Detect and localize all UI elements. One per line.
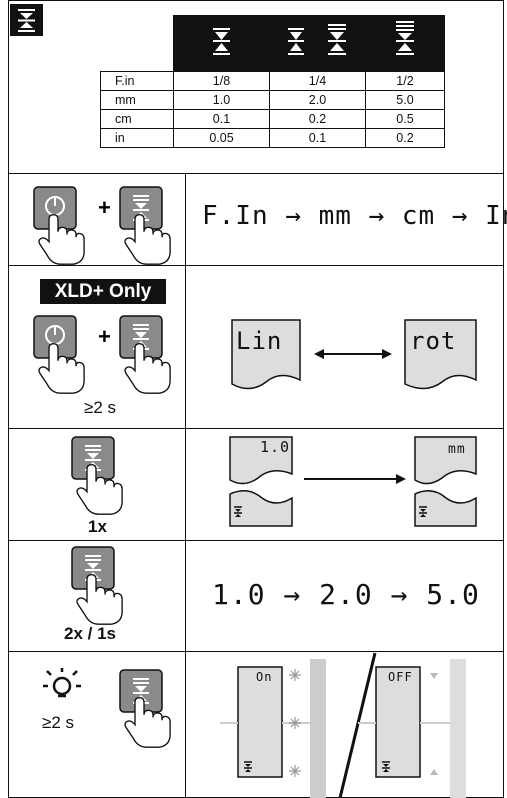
resolution-press-illustration <box>71 436 123 515</box>
resolution-icon-coarse <box>365 15 445 72</box>
row-divider <box>8 540 504 541</box>
display-unit: mm <box>448 442 466 457</box>
resolution-icon-fine <box>173 15 270 72</box>
table-cell: 0.2 <box>269 109 366 129</box>
press-count: 2x / 1s <box>64 624 116 643</box>
display-value: 1.0 <box>260 438 291 456</box>
table-cell: 0.5 <box>365 109 445 129</box>
resolution-press-illustration <box>71 546 123 625</box>
unit-label: in <box>100 128 174 148</box>
resolution-indicator-icon <box>419 506 427 517</box>
xld-only-badge: XLD+ Only <box>40 279 166 304</box>
resolution-press-illustration <box>119 669 171 748</box>
power-plus-resolution-illustration: + <box>33 186 171 265</box>
row-divider <box>8 428 504 429</box>
table-cell: 1/2 <box>365 71 445 91</box>
column-divider <box>185 173 186 798</box>
table-cell: 1/4 <box>269 71 366 91</box>
display-off <box>375 666 421 778</box>
power-plus-resolution-illustration: + <box>33 315 171 394</box>
table-row: mm 1.0 2.0 5.0 <box>100 90 445 110</box>
unit-label: F.in <box>100 71 174 91</box>
resolution-sequence: 1.0 → 2.0 → 5.0 <box>212 578 480 611</box>
display-lin <box>231 319 301 390</box>
table-cell: 0.1 <box>269 128 366 148</box>
single-press-display-illustration <box>229 436 477 527</box>
resolution-indicator-icon <box>234 506 242 517</box>
press-count: 1x <box>88 517 107 536</box>
resolution-icon-medium <box>269 15 366 72</box>
hold-duration: ≥2 s <box>42 713 75 732</box>
unit-label: cm <box>100 109 174 129</box>
display-on <box>237 666 283 778</box>
table-cell: 2.0 <box>269 90 366 110</box>
backlight-on-label: On <box>256 670 273 684</box>
unit-label: mm <box>100 90 174 110</box>
backlight-display-illustration <box>220 652 466 798</box>
resolution-icon <box>10 4 43 36</box>
separator-slash <box>338 652 377 798</box>
table-cell: 0.1 <box>173 109 270 129</box>
hold-duration: ≥2 s <box>84 398 117 417</box>
svg-text:+: + <box>98 324 111 349</box>
table-cell: 5.0 <box>365 90 445 110</box>
table-cell: 1/8 <box>173 71 270 91</box>
row-divider <box>8 265 504 266</box>
row-divider <box>8 651 504 652</box>
table-cell: 0.2 <box>365 128 445 148</box>
display-rot <box>404 319 477 390</box>
table-cell: 1.0 <box>173 90 270 110</box>
light-glow-icon <box>289 669 301 777</box>
mode-rot-label: rot <box>410 327 457 355</box>
mode-lin-label: Lin <box>236 327 283 355</box>
table-row: cm 0.1 0.2 0.5 <box>100 109 445 129</box>
svg-text:+: + <box>98 195 111 220</box>
mode-display-illustration <box>231 319 477 390</box>
table-cell: 0.05 <box>173 128 270 148</box>
lightbulb-icon <box>43 668 81 698</box>
resolution-table: F.in 1/8 1/4 1/2 mm 1.0 2.0 5.0 cm 0.1 0… <box>100 15 445 148</box>
table-row: F.in 1/8 1/4 1/2 <box>100 71 445 91</box>
unit-sequence: F.In → mm → cm → In <box>202 201 507 231</box>
row-divider <box>8 173 504 174</box>
table-row: in 0.05 0.1 0.2 <box>100 128 445 148</box>
backlight-off-label: OFF <box>388 670 413 684</box>
